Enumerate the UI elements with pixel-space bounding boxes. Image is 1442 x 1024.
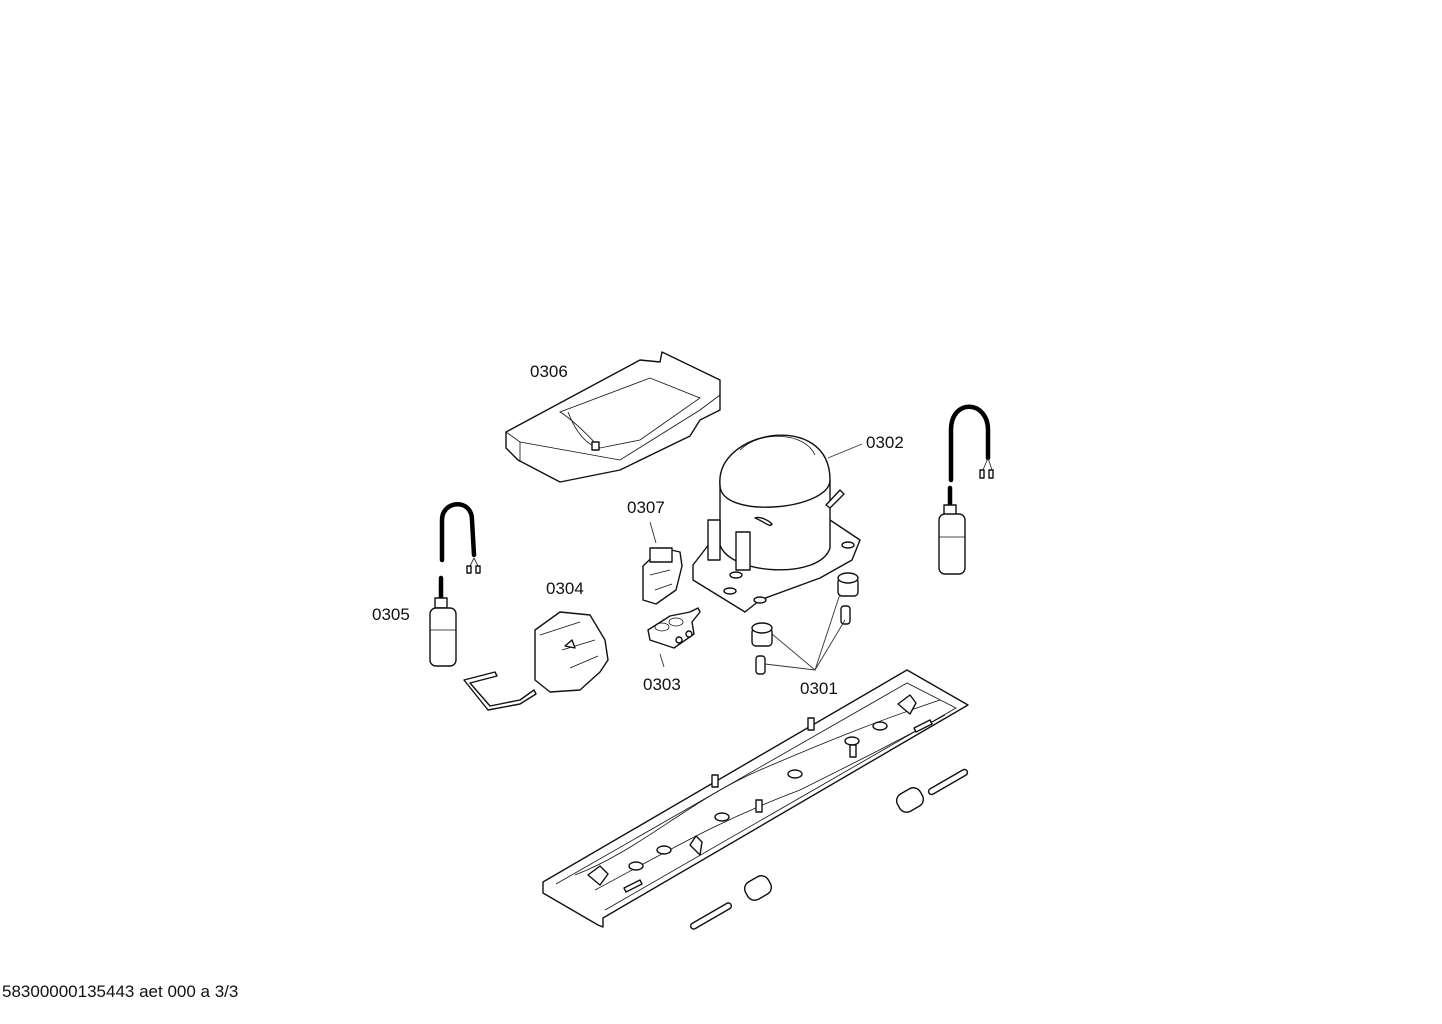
part-label-0307: 0307 bbox=[627, 498, 665, 517]
part-label-0301: 0301 bbox=[800, 679, 838, 698]
relay-part bbox=[647, 607, 701, 668]
base-plate-part bbox=[542, 669, 969, 928]
part-label-0306: 0306 bbox=[530, 362, 568, 381]
part-label-0302: 0302 bbox=[866, 433, 904, 452]
sleeves-and-pins bbox=[689, 768, 969, 930]
cover-part bbox=[463, 611, 609, 711]
overload-protector-part bbox=[642, 521, 683, 605]
drip-tray-part bbox=[505, 351, 721, 483]
capacitor-right-part bbox=[938, 404, 994, 575]
capacitor-left-part bbox=[429, 502, 481, 667]
part-label-0304: 0304 bbox=[546, 579, 584, 598]
document-id: 58300000135443 aet 000 a 3/3 bbox=[2, 982, 239, 1001]
rubber-feet-part bbox=[751, 572, 859, 675]
part-label-0303: 0303 bbox=[643, 675, 681, 694]
compressor-part bbox=[692, 434, 863, 613]
part-label-0305: 0305 bbox=[372, 605, 410, 624]
